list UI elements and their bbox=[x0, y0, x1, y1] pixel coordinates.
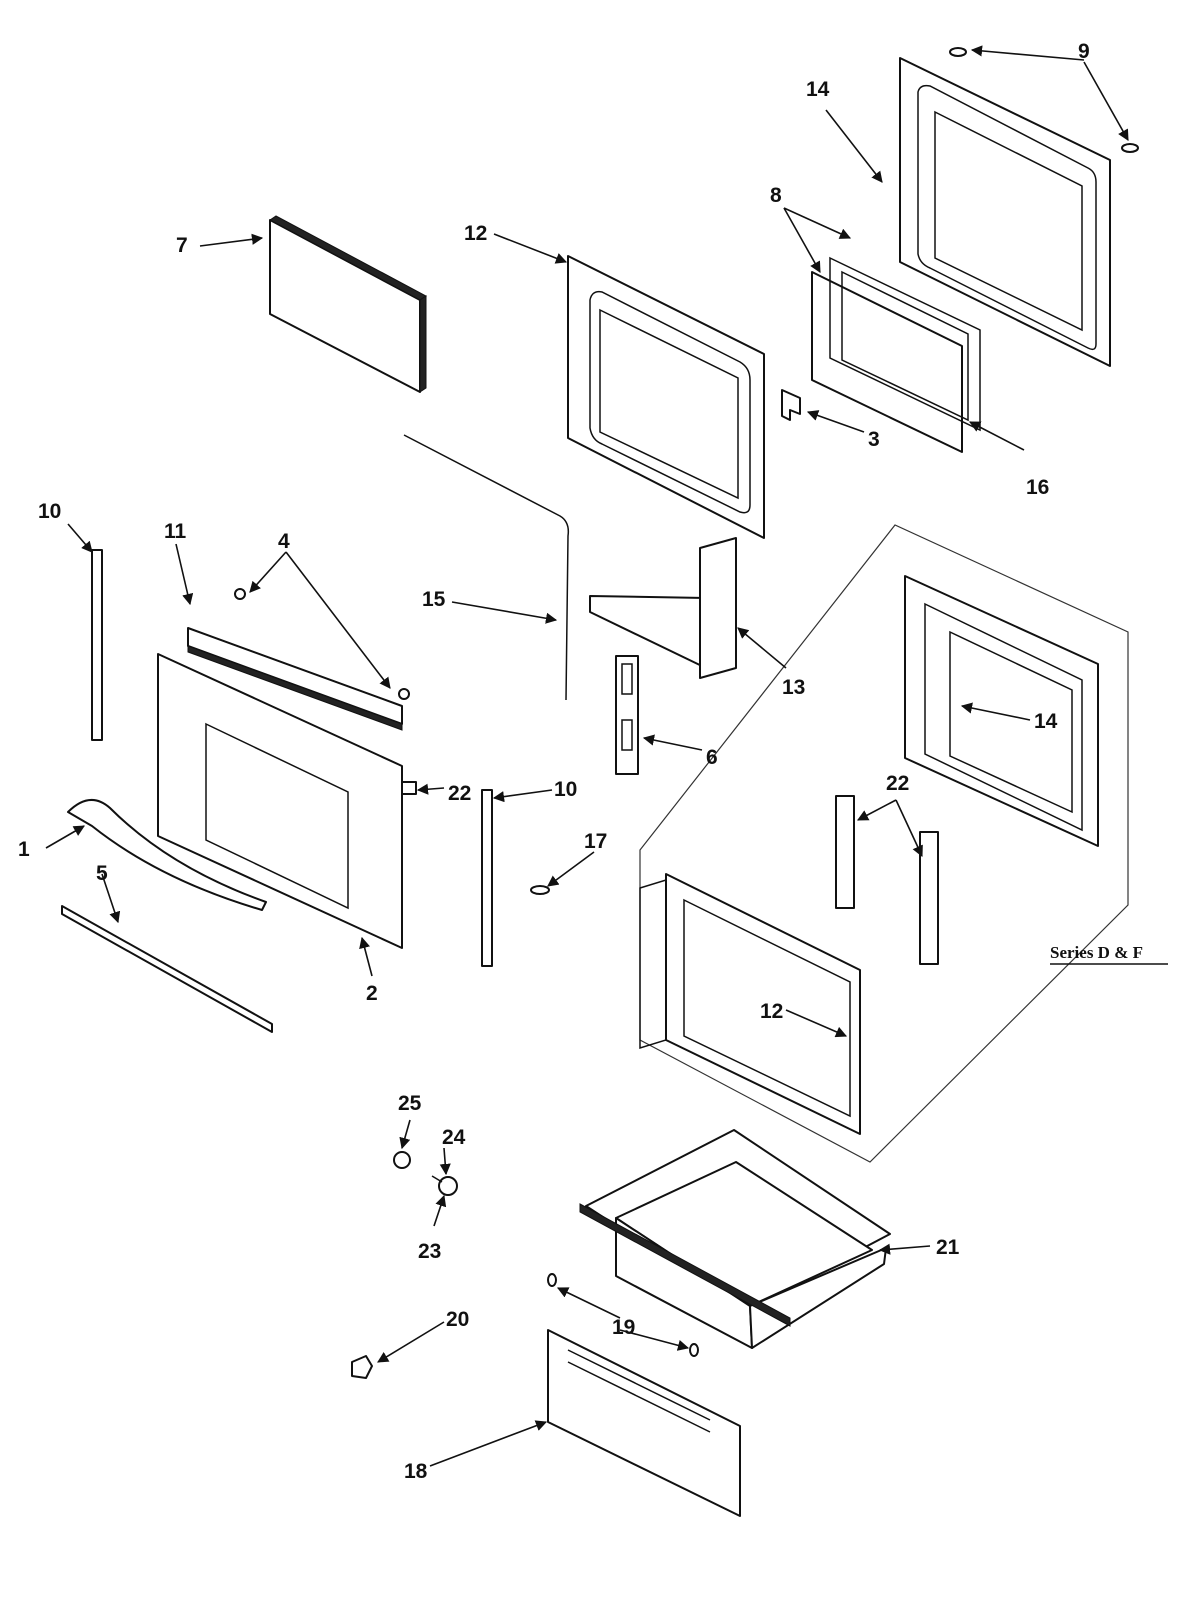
callout-17: 17 bbox=[584, 830, 607, 853]
callout-16: 16 bbox=[1026, 476, 1049, 499]
callout-1: 1 bbox=[18, 838, 30, 861]
callout-13: 13 bbox=[782, 676, 805, 699]
callout-9: 9 bbox=[1078, 40, 1090, 63]
callout-8: 8 bbox=[770, 184, 782, 207]
part-7-glass-panel bbox=[269, 215, 427, 393]
part-25-cap bbox=[393, 1151, 411, 1169]
part-2-outer-door-glass bbox=[157, 653, 403, 949]
callout-18: 18 bbox=[404, 1460, 428, 1483]
callout-21: 21 bbox=[936, 1236, 960, 1259]
part-23-24-roller bbox=[431, 1175, 458, 1196]
callout-5: 5 bbox=[96, 862, 108, 885]
callout-7: 7 bbox=[176, 234, 188, 257]
part-4-screws bbox=[234, 588, 410, 700]
part-22-series-channels bbox=[835, 795, 939, 965]
part-9-screws bbox=[949, 47, 1139, 153]
part-10-door-channel-left bbox=[91, 549, 103, 741]
callout-24: 24 bbox=[442, 1126, 466, 1149]
part-1-handle bbox=[67, 799, 267, 911]
callout-2: 2 bbox=[366, 982, 378, 1005]
part-19-screws bbox=[547, 1273, 699, 1357]
callout-4: 4 bbox=[278, 530, 290, 553]
callout-23: 23 bbox=[418, 1240, 441, 1263]
part-18-drawer-front bbox=[547, 1329, 741, 1517]
part-17-screw bbox=[530, 885, 550, 895]
part-21-storage-drawer bbox=[579, 1129, 891, 1349]
part-14-series-door-liner bbox=[904, 575, 1099, 847]
callout-20: 20 bbox=[446, 1308, 469, 1331]
callout-10-right: 10 bbox=[554, 778, 577, 801]
part-13-insulation bbox=[589, 537, 737, 679]
callout-10-left: 10 bbox=[38, 500, 61, 523]
callout-12-series: 12 bbox=[760, 1000, 783, 1023]
part-10-door-channel-right bbox=[481, 789, 493, 967]
part-14-outer-door-liner bbox=[899, 57, 1111, 367]
series-d-f-label: Series D & F bbox=[1050, 943, 1143, 962]
leader-lines bbox=[45, 45, 1129, 1467]
part-15-door-gasket bbox=[403, 434, 570, 701]
callout-25: 25 bbox=[398, 1092, 422, 1115]
part-20-knob bbox=[351, 1355, 373, 1379]
part-11-vent-trim bbox=[187, 627, 403, 731]
part-3-clip bbox=[781, 389, 801, 421]
part-5-bottom-trim bbox=[61, 905, 273, 1033]
part-12-inner-door-panel bbox=[567, 255, 765, 539]
part-6-hinge-bracket bbox=[615, 655, 639, 775]
callout-14-series: 14 bbox=[1034, 710, 1058, 733]
callout-14-upper: 14 bbox=[806, 78, 830, 101]
part-12-series-inner-panel bbox=[639, 873, 861, 1135]
callout-22-left: 22 bbox=[448, 782, 471, 805]
callout-19: 19 bbox=[612, 1316, 635, 1339]
callout-22-series: 22 bbox=[886, 772, 909, 795]
callout-6: 6 bbox=[706, 746, 718, 769]
part-22-block bbox=[401, 781, 417, 795]
callout-numbers: 7 12 14 9 8 3 16 10 11 4 15 13 6 10 22 1… bbox=[18, 40, 1090, 1483]
callout-11: 11 bbox=[164, 520, 187, 543]
callout-3: 3 bbox=[868, 428, 880, 451]
callout-15: 15 bbox=[422, 588, 446, 611]
callout-12-upper: 12 bbox=[464, 222, 487, 245]
